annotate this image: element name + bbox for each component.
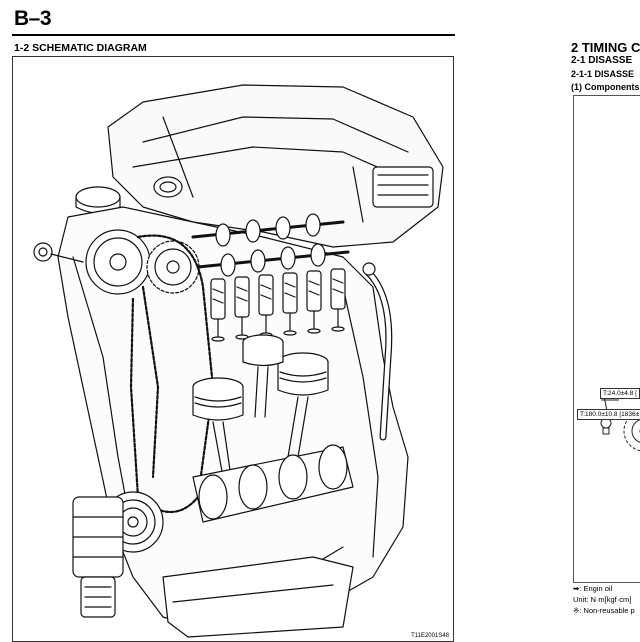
page-number: B–3 [14, 7, 52, 30]
right-subsubsection-title: 2-1-1 DISASSE [571, 69, 635, 79]
legend-engine-oil: ➡: Engin oil [573, 584, 613, 593]
components-heading: (1) Components [571, 82, 640, 92]
oil-pan [162, 556, 354, 638]
legend-unit: Unit: N·m[kgf·cm] [573, 595, 632, 604]
engine-schematic-drawing [33, 84, 444, 638]
header-rule [12, 34, 455, 36]
torque-label: T:24.0±4.8 [ [600, 388, 640, 399]
bolt-icon [600, 417, 612, 435]
cylinder-head-cover [107, 84, 444, 248]
pistons [192, 334, 329, 421]
section-title: 1-2 SCHEMATIC DIAGRAM [14, 42, 147, 54]
oil-filter [72, 496, 124, 618]
torque-label: T:180.0±10.8 [1836± [577, 409, 640, 420]
right-section-title: 2 TIMING C [571, 40, 640, 55]
connecting-rods [212, 366, 309, 478]
sprocket-partial [623, 410, 640, 452]
components-figure-frame [573, 95, 640, 583]
legend-non-reusable: ※: Non-reusable p [573, 606, 635, 615]
camshaft-sprocket [85, 229, 200, 295]
dipstick-handle [33, 242, 84, 263]
water-hose [362, 262, 393, 441]
right-subsection-title: 2-1 DISASSE [571, 55, 633, 66]
components-drawing [600, 395, 640, 452]
crankshaft [192, 444, 354, 523]
schematic-figure-frame: T11E2001S48 [12, 56, 454, 642]
camshafts [191, 213, 350, 277]
figure-code: T11E2001S48 [411, 633, 449, 639]
